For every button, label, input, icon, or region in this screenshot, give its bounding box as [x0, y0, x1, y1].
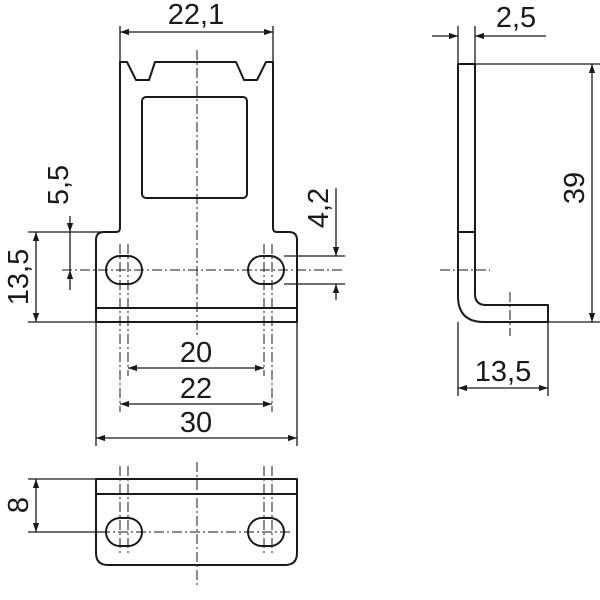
front-view-window [141, 96, 248, 199]
dim-label-side-depth: 13,5 [475, 356, 531, 388]
side-view-outline [457, 63, 549, 323]
dim-label-hole-outer: 22 [180, 373, 212, 405]
dim-label-top-width: 22,1 [168, 0, 224, 31]
dim-label-hole-spacing: 20 [180, 337, 212, 369]
dim-label-tab-offset: 5,5 [43, 165, 75, 205]
dim-label-base-width: 30 [180, 407, 212, 439]
dim-label-hole-diameter: 4,2 [303, 188, 335, 228]
dim-label-mounting-height: 13,5 [3, 249, 35, 305]
front-view-outline [95, 61, 298, 323]
dim-label-thickness: 2,5 [496, 2, 536, 34]
bottom-view: 8 [3, 462, 298, 588]
front-view: 22,1 13,5 5,5 4,2 20 22 30 [3, 0, 345, 446]
dim-label-bottom-depth: 8 [3, 497, 35, 513]
side-view: 2,5 39 13,5 [432, 2, 600, 396]
bottom-view-outline [95, 478, 298, 566]
dim-label-height: 39 [559, 172, 591, 204]
